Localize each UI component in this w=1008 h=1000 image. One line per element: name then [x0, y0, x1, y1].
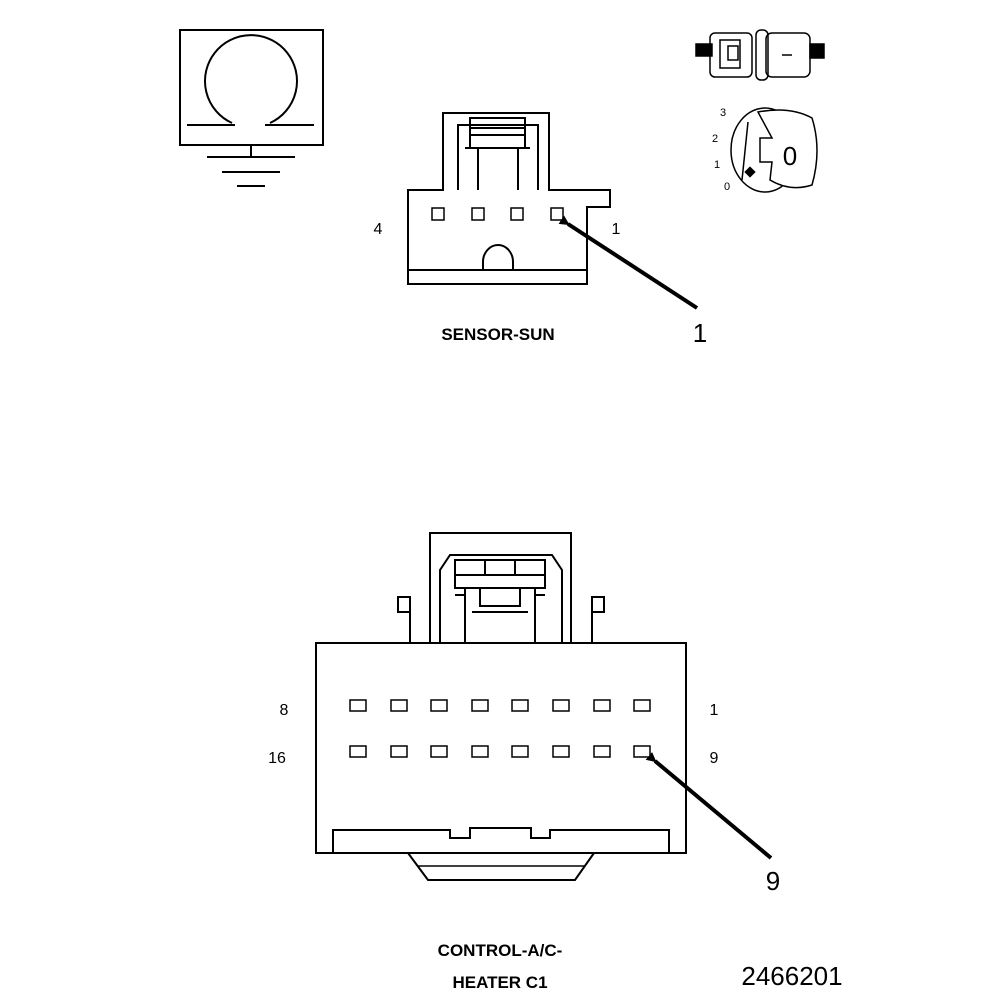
connector-icon [695, 29, 825, 81]
heater-row2-right-label: 9 [710, 750, 719, 767]
ignition-pos-2: 2 [712, 133, 718, 145]
heater-row1-right-label: 1 [710, 702, 719, 719]
sun-pin-4 [431, 207, 445, 221]
sun-pin-right-label: 1 [612, 221, 621, 238]
heater-row1-left-label: 8 [280, 702, 289, 719]
ignition-pos-0: 0 [724, 181, 730, 193]
control-heater-connector [315, 532, 687, 881]
sun-callout-label: 1 [693, 318, 707, 348]
heater-callout-label: 9 [766, 866, 780, 896]
ohm-ground-icon [179, 29, 324, 187]
sun-pin-2 [510, 207, 524, 221]
heater-title-line1: CONTROL-A/C- [438, 941, 563, 960]
heater-row2-left-label: 16 [268, 750, 286, 767]
sun-pin-1 [550, 207, 564, 221]
ignition-pos-1: 1 [714, 159, 720, 171]
sensor-sun-title: SENSOR-SUN [441, 325, 554, 344]
figure-ref: 2466201 [741, 961, 842, 991]
sun-callout-arrow [558, 215, 699, 310]
sun-pin-3 [471, 207, 485, 221]
sun-pin-left-label: 4 [374, 221, 383, 238]
key-label: 0 [783, 141, 797, 171]
ignition-pos-3: 3 [720, 107, 726, 119]
heater-title-line2: HEATER C1 [452, 973, 547, 992]
heater-callout-arrow [645, 752, 773, 860]
sensor-sun-connector [407, 112, 611, 285]
ignition-key-icon: 0 3 2 1 0 [712, 107, 818, 193]
